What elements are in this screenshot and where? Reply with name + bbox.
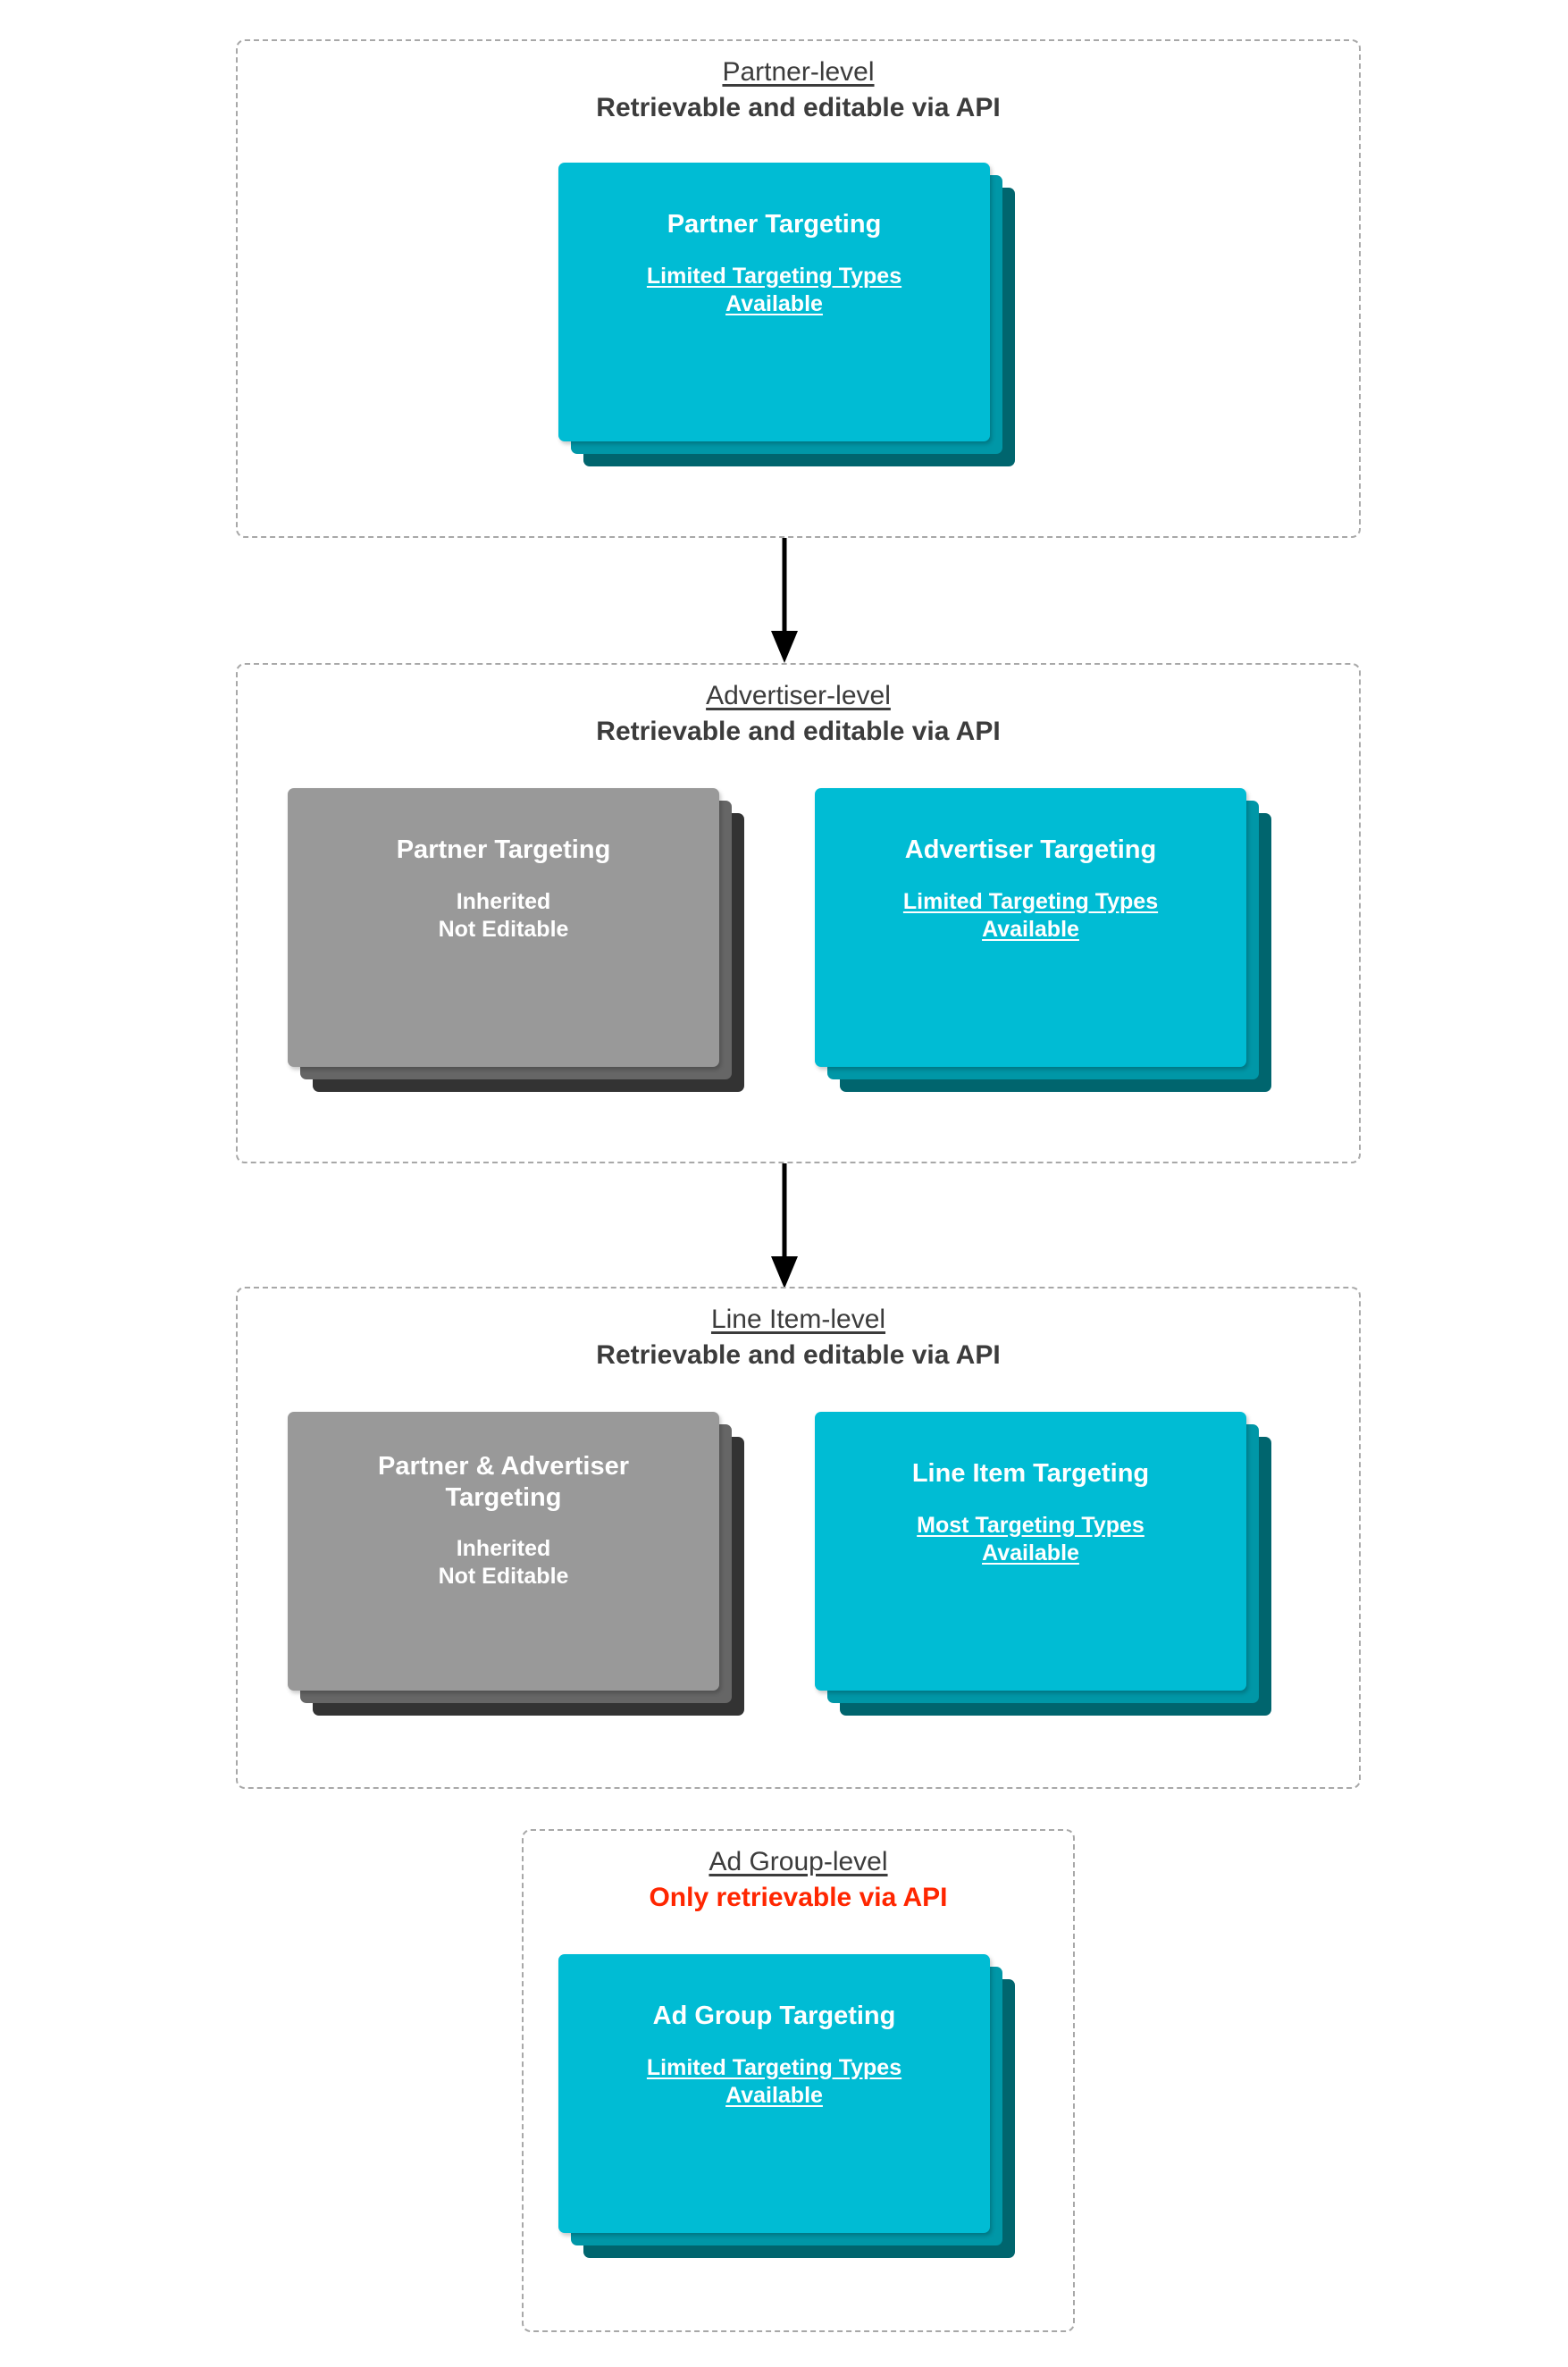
card-stack-ad-group-targeting[interactable]: Ad Group Targeting Limited Targeting Typ… <box>558 1954 1015 2258</box>
card-title: Advertiser Targeting <box>904 835 1157 864</box>
level-name-line-item: Line Item-level <box>710 1305 886 1334</box>
card-layer-front: Partner & Advertiser Targeting Inherited… <box>288 1412 719 1691</box>
level-heading-partner: Partner-level Retrievable and editable v… <box>238 56 1359 124</box>
level-heading-line-item: Line Item-level Retrievable and editable… <box>238 1304 1359 1372</box>
level-api-note-advertiser: Retrievable and editable via API <box>596 717 1001 747</box>
card-subtitle: Limited Targeting Types Available <box>902 888 1159 943</box>
level-api-note-line-item: Retrievable and editable via API <box>596 1340 1001 1371</box>
card-stack-partner-targeting[interactable]: Partner Targeting Limited Targeting Type… <box>558 163 1015 466</box>
card-stack-partner-advertiser-targeting-inherited[interactable]: Partner & Advertiser Targeting Inherited… <box>288 1412 744 1716</box>
card-layer-front: Partner Targeting Limited Targeting Type… <box>558 163 990 441</box>
card-layer-front: Advertiser Targeting Limited Targeting T… <box>815 788 1246 1067</box>
card-title: Partner Targeting <box>396 835 611 864</box>
card-subtitle: Inherited Not Editable <box>438 888 569 943</box>
level-heading-ad-group: Ad Group-level Only retrievable via API <box>524 1846 1073 1914</box>
card-title: Line Item Targeting <box>911 1459 1150 1488</box>
card-layer-front: Partner Targeting Inherited Not Editable <box>288 788 719 1067</box>
card-subtitle: Limited Targeting Types Available <box>646 263 902 317</box>
card-title: Partner & Advertiser Targeting <box>378 1452 629 1512</box>
level-heading-advertiser: Advertiser-level Retrievable and editabl… <box>238 680 1359 748</box>
card-subtitle: Most Targeting Types Available <box>917 1512 1145 1566</box>
connector-advertiser-to-line-item <box>771 1163 798 1288</box>
level-api-note-partner: Retrievable and editable via API <box>596 93 1001 123</box>
level-box-line-item: Line Item-level Retrievable and editable… <box>236 1287 1361 1789</box>
connector-partner-to-advertiser <box>771 538 798 663</box>
level-box-ad-group: Ad Group-level Only retrievable via API … <box>522 1829 1075 2332</box>
level-api-note-ad-group: Only retrievable via API <box>649 1883 948 1913</box>
level-name-partner: Partner-level <box>722 57 875 87</box>
card-stack-partner-targeting-inherited[interactable]: Partner Targeting Inherited Not Editable <box>288 788 744 1092</box>
card-subtitle: Limited Targeting Types Available <box>646 2054 902 2109</box>
card-stack-line-item-targeting[interactable]: Line Item Targeting Most Targeting Types… <box>815 1412 1271 1716</box>
level-name-ad-group: Ad Group-level <box>709 1847 888 1876</box>
card-stack-advertiser-targeting[interactable]: Advertiser Targeting Limited Targeting T… <box>815 788 1271 1092</box>
card-title: Partner Targeting <box>667 210 882 239</box>
card-title: Ad Group Targeting <box>652 2002 896 2030</box>
level-name-advertiser: Advertiser-level <box>706 681 891 710</box>
card-layer-front: Ad Group Targeting Limited Targeting Typ… <box>558 1954 990 2233</box>
level-box-partner: Partner-level Retrievable and editable v… <box>236 39 1361 538</box>
card-layer-front: Line Item Targeting Most Targeting Types… <box>815 1412 1246 1691</box>
card-subtitle: Inherited Not Editable <box>438 1535 569 1590</box>
level-box-advertiser: Advertiser-level Retrievable and editabl… <box>236 663 1361 1163</box>
